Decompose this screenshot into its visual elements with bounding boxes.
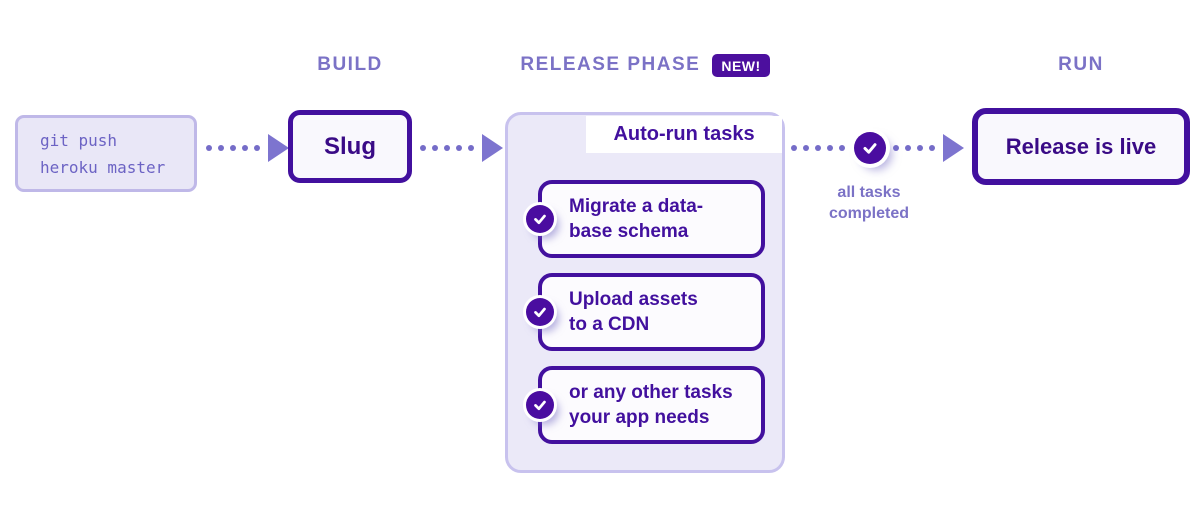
- task-card-migrate-database: Migrate a data- base schema: [526, 180, 765, 258]
- check-icon: [534, 307, 546, 318]
- arrow-dot: [791, 145, 797, 151]
- stage-header-build: BUILD: [288, 50, 412, 80]
- new-badge: NEW!: [712, 53, 770, 77]
- stage-header-release: RELEASE PHASE NEW!: [505, 50, 785, 80]
- arrow-dot: [218, 145, 224, 151]
- all-tasks-check-circle: [854, 132, 886, 164]
- arrow-dot: [893, 145, 899, 151]
- task-text-line: your app needs: [569, 407, 710, 428]
- slug-box: Slug: [288, 110, 412, 183]
- check-circle: [526, 391, 554, 419]
- arrowhead-icon: [268, 134, 289, 162]
- completion-caption: all tasks completed: [789, 182, 949, 224]
- arrow-dot: [905, 145, 911, 151]
- arrow-dot: [206, 145, 212, 151]
- task-card-upload-assets: Upload assets to a CDN: [526, 273, 765, 351]
- arrow-dot: [468, 145, 474, 151]
- arrow-dot: [242, 145, 248, 151]
- arrow-dot: [929, 145, 935, 151]
- task-text-line: Migrate a data-: [569, 196, 704, 217]
- arrowhead-icon: [943, 134, 964, 162]
- release-stage-label: RELEASE PHASE: [520, 54, 701, 75]
- task-text-line: Upload assets: [569, 289, 698, 310]
- dotted-arrow-slug-to-release: [420, 134, 503, 162]
- check-circle: [526, 205, 554, 233]
- release-live-box: Release is live: [972, 108, 1190, 185]
- arrow-dot: [432, 145, 438, 151]
- release-phase-panel: Auto-run tasks Migrate a data- base sche…: [505, 112, 785, 473]
- check-icon: [534, 400, 546, 411]
- arrow-dot: [839, 145, 845, 151]
- auto-run-tasks-label: Auto-run tasks: [586, 116, 782, 153]
- run-stage-label: RUN: [1058, 54, 1104, 75]
- arrow-dot: [420, 145, 426, 151]
- arrow-dot: [803, 145, 809, 151]
- arrow-dot: [230, 145, 236, 151]
- arrowhead-icon: [482, 134, 503, 162]
- arrow-dot: [456, 145, 462, 151]
- dotted-arrow-git-to-slug: [206, 134, 289, 162]
- dotted-arrow-release-to-run: [791, 127, 964, 169]
- git-command-line-2: heroku master: [40, 157, 166, 177]
- arrow-dot: [815, 145, 821, 151]
- task-text-line: to a CDN: [569, 314, 650, 335]
- check-icon: [534, 214, 546, 225]
- task-text-line: base schema: [569, 221, 689, 242]
- check-circle: [526, 298, 554, 326]
- task-card-other-tasks: or any other tasks your app needs: [526, 366, 765, 444]
- arrow-dot: [827, 145, 833, 151]
- task-text-line: or any other tasks: [569, 382, 733, 403]
- git-command-line-1: git push: [40, 130, 118, 150]
- arrow-dot: [254, 145, 260, 151]
- release-live-label: Release is live: [1005, 133, 1157, 159]
- arrow-dot: [444, 145, 450, 151]
- completion-caption-line: all tasks: [837, 184, 901, 201]
- slug-label: Slug: [324, 132, 376, 160]
- arrow-dot: [917, 145, 923, 151]
- check-icon: [863, 143, 877, 154]
- git-push-box: git push heroku master: [15, 115, 197, 192]
- completion-caption-line: completed: [828, 205, 909, 222]
- stage-header-run: RUN: [972, 50, 1190, 80]
- build-stage-label: BUILD: [317, 54, 383, 75]
